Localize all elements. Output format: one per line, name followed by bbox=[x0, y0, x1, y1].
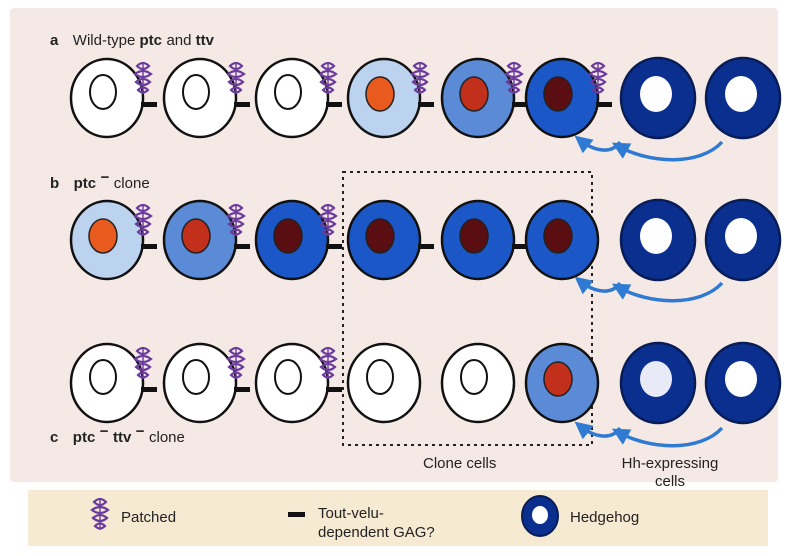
hedgehog-cell bbox=[619, 198, 697, 282]
nucleus bbox=[181, 218, 211, 254]
arrow-long bbox=[611, 281, 724, 303]
clone-cells-caption: Clone cells bbox=[423, 455, 496, 472]
nucleus bbox=[543, 218, 573, 254]
cell bbox=[440, 199, 528, 281]
row-b bbox=[69, 198, 782, 282]
gag-icon bbox=[512, 102, 528, 107]
cell bbox=[162, 342, 250, 424]
nucleus bbox=[366, 359, 394, 395]
cell bbox=[346, 57, 434, 139]
panel-a-title: a Wild-type ptc and ttv bbox=[50, 32, 215, 49]
gag-icon bbox=[326, 387, 342, 392]
nucleus bbox=[182, 74, 210, 110]
hedgehog-cell bbox=[704, 198, 782, 282]
gag-icon bbox=[418, 102, 434, 107]
arrow-long bbox=[611, 140, 724, 162]
cell bbox=[162, 199, 250, 281]
arrow-long bbox=[611, 426, 724, 448]
nucleus bbox=[273, 218, 303, 254]
gag-icon bbox=[512, 244, 528, 249]
nucleus bbox=[543, 361, 573, 397]
cell bbox=[524, 57, 612, 139]
nucleus bbox=[182, 359, 210, 395]
gag-icon bbox=[326, 244, 342, 249]
cell bbox=[69, 57, 157, 139]
legend-hedgehog-label: Hedgehog bbox=[570, 509, 639, 526]
panel-c-title-ttv: ttv bbox=[113, 429, 132, 446]
panel-c-title-ptc: ptc bbox=[73, 429, 96, 446]
legend-gag-label-line1: Tout-velu- bbox=[318, 505, 384, 522]
cell bbox=[254, 199, 342, 281]
panel-a-title-ttv: ttv bbox=[196, 32, 215, 49]
panel-b-title-ptc: ptc bbox=[74, 175, 97, 192]
panel-c-title-sup2: − bbox=[136, 423, 145, 440]
cell bbox=[254, 342, 342, 424]
panel-b-title-sup: − bbox=[101, 169, 110, 186]
nucleus bbox=[274, 74, 302, 110]
panel-b-title: b ptc − clone bbox=[50, 169, 150, 192]
cell bbox=[524, 342, 600, 424]
legend-gag-label-line2: dependent GAG? bbox=[318, 524, 435, 541]
nucleus bbox=[365, 218, 395, 254]
hedgehog-cell bbox=[704, 56, 782, 140]
gag-icon bbox=[141, 244, 157, 249]
panel-c-letter: c bbox=[50, 429, 58, 446]
cell bbox=[346, 199, 434, 281]
gag-icon bbox=[326, 102, 342, 107]
gag-icon bbox=[234, 387, 250, 392]
cell-rows bbox=[69, 56, 782, 425]
cell bbox=[162, 57, 250, 139]
nucleus bbox=[543, 76, 573, 112]
panel-c-title: c ptc − ttv − clone bbox=[50, 423, 185, 446]
panel-a-letter: a bbox=[50, 32, 59, 49]
hedgehog-cell bbox=[619, 341, 697, 425]
nucleus bbox=[459, 218, 489, 254]
legend-box bbox=[28, 490, 768, 546]
gag-icon bbox=[141, 387, 157, 392]
panel-b-letter: b bbox=[50, 175, 59, 192]
row-a bbox=[69, 56, 782, 140]
legend-hedgehog-icon bbox=[521, 495, 559, 537]
nucleus bbox=[460, 359, 488, 395]
cell bbox=[69, 199, 157, 281]
panel-a-title-pre: Wild-type bbox=[73, 32, 140, 49]
gag-icon bbox=[234, 102, 250, 107]
row-c bbox=[69, 341, 782, 425]
gag-icon bbox=[141, 102, 157, 107]
gag-icon bbox=[234, 244, 250, 249]
cell bbox=[440, 342, 516, 424]
nucleus bbox=[88, 218, 118, 254]
nucleus bbox=[459, 76, 489, 112]
panel-a-title-ptc: ptc bbox=[139, 32, 162, 49]
panel-b-title-post: clone bbox=[114, 175, 150, 192]
panel-c-title-sup1: − bbox=[100, 423, 109, 440]
nucleus bbox=[365, 76, 395, 112]
nucleus bbox=[89, 74, 117, 110]
gag-icon bbox=[418, 244, 434, 249]
panel-c-title-post: clone bbox=[149, 429, 185, 446]
cell bbox=[69, 342, 157, 424]
cell bbox=[440, 57, 528, 139]
legend-patched-label: Patched bbox=[121, 509, 176, 526]
cell bbox=[254, 57, 342, 139]
nucleus bbox=[89, 359, 117, 395]
cell bbox=[524, 199, 600, 281]
clone-region-box bbox=[342, 171, 593, 446]
nucleus bbox=[274, 359, 302, 395]
hedgehog-cell bbox=[704, 341, 782, 425]
gag-icon bbox=[596, 102, 612, 107]
cell bbox=[346, 342, 422, 424]
hedgehog-cell bbox=[619, 56, 697, 140]
hedgehog-arrows bbox=[574, 135, 724, 448]
legend-gag-icon bbox=[288, 512, 305, 517]
hh-expressing-caption-line1: Hh-expressing bbox=[622, 455, 719, 472]
hh-expressing-caption-line2: cells bbox=[655, 473, 685, 490]
panel-a-title-mid: and bbox=[166, 32, 195, 49]
